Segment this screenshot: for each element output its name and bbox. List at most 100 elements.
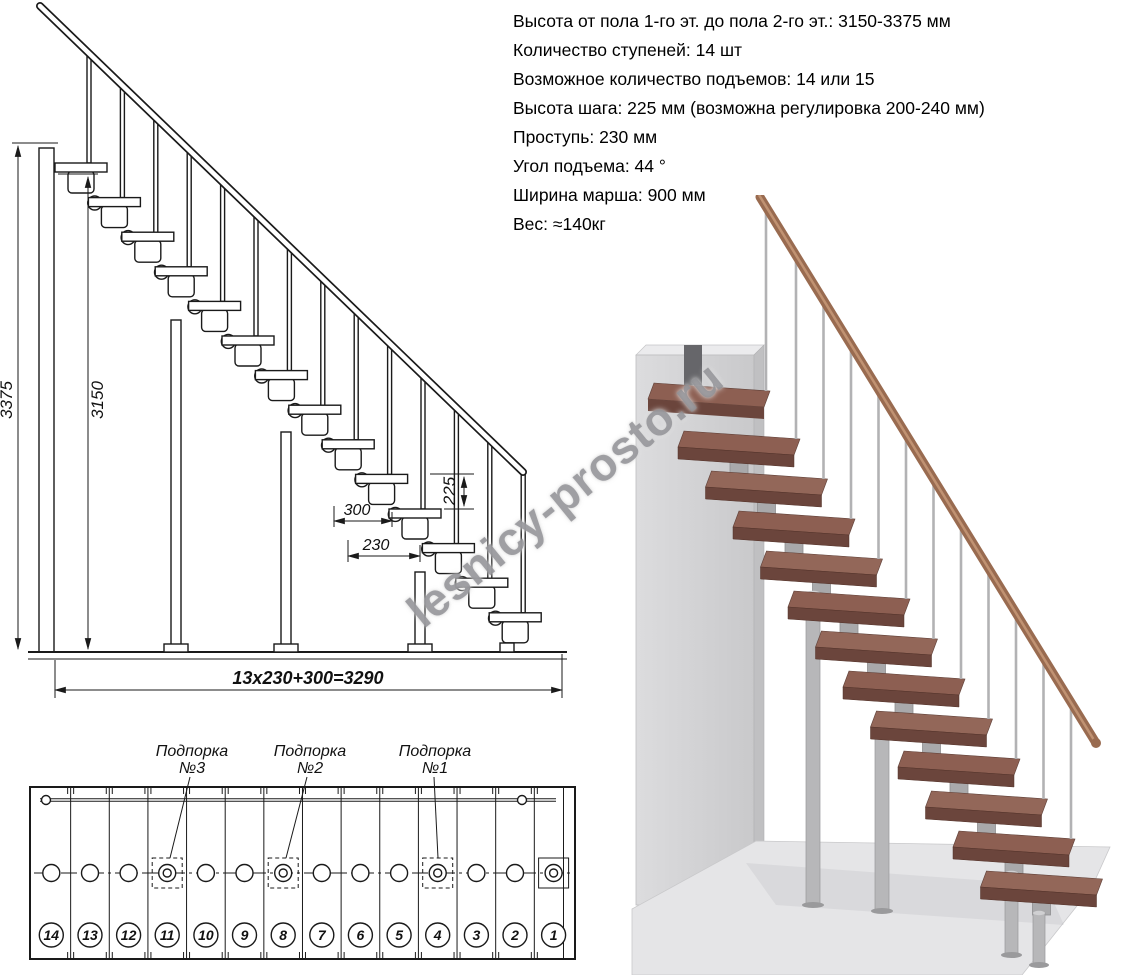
baluster — [453, 407, 460, 545]
step-number: 10 — [198, 927, 214, 943]
support-post-3 — [170, 319, 182, 653]
support-column-base — [1029, 962, 1049, 968]
step-number-circle — [386, 922, 412, 948]
support-column-top — [1033, 910, 1045, 916]
support-inner-circle — [433, 868, 443, 878]
step-number-circle — [347, 922, 374, 948]
support-label-2-line1: Подпорка — [274, 743, 346, 760]
tread — [221, 335, 275, 346]
render-3d — [631, 195, 1111, 975]
support-label-3-line2: №3 — [179, 760, 205, 777]
step-number: 9 — [241, 927, 249, 943]
tread — [388, 508, 442, 519]
wall-side-face — [753, 344, 765, 906]
step-number: 5 — [395, 927, 403, 943]
tread-front-3d — [870, 726, 987, 748]
support-column-base — [1001, 952, 1022, 958]
floor-shadow — [746, 863, 1064, 925]
stringer-module — [501, 620, 529, 644]
leader-2 — [285, 776, 308, 859]
spec-line-tread: Проступь: 230 мм — [513, 127, 658, 147]
dim-label-225: 225 — [440, 476, 459, 506]
step-number: 6 — [357, 927, 365, 943]
post-circle — [196, 863, 216, 883]
dim-label-300: 300 — [344, 502, 371, 519]
plan-view: Подпорка №3 Подпорка №2 Подпорка №1 14 1 3… — [29, 743, 576, 960]
baluster — [386, 342, 393, 476]
support-post-2 — [280, 431, 292, 653]
tread — [421, 542, 476, 554]
tread-front-3d — [760, 566, 877, 588]
plan-rail-post-left — [40, 794, 52, 806]
support-outline — [422, 857, 454, 889]
plan-support-labels: Подпорка №3 Подпорка №2 Подпорка №1 — [156, 743, 471, 859]
tread-front-3d — [815, 646, 932, 668]
spec-line-rises: Возможное количество подъемов: 14 или 15 — [513, 69, 875, 89]
post-circle — [389, 863, 409, 883]
support-post-1 — [414, 571, 426, 653]
leader-1 — [433, 776, 439, 859]
step-number-circle — [540, 922, 567, 948]
step-number-circle — [270, 922, 296, 948]
post-circle — [42, 863, 61, 883]
support-label-2-line2: №2 — [297, 760, 323, 777]
tread-front-3d — [925, 806, 1042, 828]
tread — [154, 266, 208, 277]
spec-line-step-height: Высота шага: 225 мм (возможна регулировк… — [513, 98, 985, 118]
step-number: 12 — [121, 927, 137, 943]
tread-front-3d — [732, 526, 850, 548]
post-circle — [351, 863, 370, 883]
baluster — [320, 278, 326, 406]
elevation-dimensions: 3375 3150 225 300 230 13x230+300=3290 — [0, 142, 564, 698]
tread-front-3d — [705, 486, 822, 508]
platform-front — [648, 399, 764, 419]
support-inner-circle — [278, 868, 288, 878]
stringer-module — [200, 308, 229, 333]
wall-column — [38, 147, 55, 653]
support-outline — [267, 857, 299, 889]
step-number: 14 — [44, 927, 60, 943]
step-number: 7 — [318, 927, 327, 943]
step-number-circle — [502, 922, 528, 948]
stringer-module — [301, 412, 329, 436]
end-post-outline — [538, 857, 570, 889]
baluster — [219, 181, 226, 303]
tread-front-3d — [677, 446, 795, 468]
support-inner-circle — [162, 868, 172, 878]
stringer-module — [234, 343, 262, 367]
support-outline — [151, 857, 183, 889]
elevation-supports — [163, 319, 433, 653]
step-number-circle — [309, 922, 335, 948]
spec-line-width: Ширина марша: 900 мм — [513, 185, 706, 205]
tread — [488, 612, 542, 623]
baluster — [353, 310, 359, 441]
baluster — [153, 116, 159, 233]
support-column-3d — [874, 714, 890, 912]
baluster — [520, 471, 526, 614]
support-base-3 — [163, 643, 189, 653]
post-circle — [119, 863, 138, 883]
dim-label-230: 230 — [362, 537, 390, 554]
baluster — [119, 84, 126, 199]
step-number: 3 — [473, 927, 481, 943]
render-steps — [677, 255, 1103, 968]
support-label-1-line1: Подпорка — [399, 743, 471, 760]
tread — [455, 577, 509, 588]
support-base-1 — [407, 643, 433, 653]
tread — [254, 369, 309, 381]
support-column-base — [802, 902, 824, 908]
step-number: 1 — [550, 927, 558, 943]
tread-front-3d — [952, 846, 1070, 868]
step-number: 11 — [160, 927, 175, 943]
plan-rail-post-right — [516, 794, 528, 806]
step-number-circle — [154, 922, 180, 948]
stringer-module — [334, 447, 362, 471]
handrail-inner — [37, 3, 526, 475]
tread-front-3d — [980, 886, 1097, 908]
stringer-module — [434, 550, 463, 575]
stringer-module — [401, 516, 429, 540]
support-label-1-line2: №1 — [422, 760, 448, 777]
post-circle — [505, 863, 525, 883]
support-column-3d — [1032, 912, 1046, 966]
step-number: 2 — [510, 927, 519, 943]
